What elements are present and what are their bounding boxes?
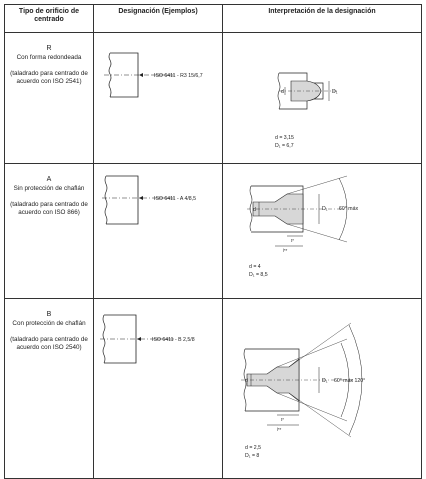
interpretation-drawing-a: d D₁ 60° máx t* l** d = 4 D₁ = 8,5: [247, 175, 358, 278]
dim-d-label: d: [245, 378, 248, 384]
type-standard: (taladrado para centrado de acuerdo con …: [10, 336, 88, 351]
designation-drawing-a: ISO 6411 - A 4/8,5: [102, 175, 196, 225]
value-d: d = 2,5: [245, 445, 261, 451]
dim-D-label: D₁: [322, 206, 328, 212]
value-d: d = 4: [249, 264, 261, 270]
dim-t-label: t*: [291, 238, 294, 243]
type-letter: B: [46, 311, 52, 318]
designation-drawing-b: ISO 6411 - B 2,5/8: [100, 314, 195, 364]
type-letter: A: [46, 176, 52, 183]
designation-cell-b: ISO 6411 - B 2,5/8: [93, 298, 223, 479]
designation-text: ISO 6411 - B 2,5/8: [152, 337, 195, 343]
angle-label: 60° máx 120°: [334, 378, 365, 384]
dim-t-label: t*: [281, 417, 284, 422]
table-row: B Con protección de chaflán (taladrado p…: [4, 298, 422, 479]
type-cell-r: R Con forma redondeada (taladrado para c…: [4, 32, 94, 164]
value-D: D₁ = 8: [245, 453, 259, 459]
dim-D-label: D₁: [332, 89, 338, 95]
table-row: R Con forma redondeada (taladrado para c…: [4, 32, 422, 164]
table-header-row: Tipo de orificio de centrado Designación…: [4, 4, 422, 33]
value-D: D₁ = 8,5: [249, 272, 268, 278]
center-hole-designation-table: Tipo de orificio de centrado Designación…: [4, 4, 422, 479]
interpretation-cell-b: d D₁ 60° máx 120° t* l** d = 2,5 D₁ = 8: [222, 298, 422, 479]
type-cell-b: B Con protección de chaflán (taladrado p…: [4, 298, 94, 479]
designation-sheet: Tipo de orificio de centrado Designación…: [4, 4, 422, 479]
interpretation-cell-r: d D₁ d = 3,15 D₁ = 6,7: [222, 32, 422, 164]
dim-d-label: d: [253, 207, 256, 213]
type-name: Sin protección de chaflán: [13, 185, 85, 192]
type-name: Con forma redondeada: [16, 54, 82, 61]
dim-d-label: d: [281, 89, 284, 95]
header-designation: Designación (Ejemplos): [93, 4, 223, 33]
dim-l-label: l**: [283, 248, 288, 253]
type-name: Con protección de chaflán: [12, 320, 86, 327]
header-type: Tipo de orificio de centrado: [4, 4, 94, 33]
dim-D-label: D₁: [322, 378, 328, 384]
type-standard: (taladrado para centrado de acuerdo con …: [10, 70, 88, 85]
designation-text: ISO 6411 - A 4/8,5: [154, 196, 196, 202]
designation-text: ISO 6411 - R3 15/6,7: [154, 73, 203, 79]
table-row: A Sin protección de chaflán (taladrado p…: [4, 163, 422, 299]
dim-l-label: l**: [277, 427, 282, 432]
type-cell-a: A Sin protección de chaflán (taladrado p…: [4, 163, 94, 299]
type-standard: (taladrado para centrado de acuerdo con …: [10, 201, 88, 216]
angle-label: 60° máx: [339, 206, 358, 212]
value-d: d = 3,15: [275, 135, 294, 141]
interpretation-drawing-r: d D₁ d = 3,15 D₁ = 6,7: [275, 72, 338, 149]
type-letter: R: [46, 45, 52, 52]
header-interpretation: Interpretación de la designación: [222, 4, 422, 33]
designation-cell-a: ISO 6411 - A 4/8,5: [93, 163, 223, 299]
interpretation-drawing-b: d D₁ 60° máx 120° t* l** d = 2,5 D₁ = 8: [241, 322, 365, 459]
designation-cell-r: ISO 6411 - R3 15/6,7: [93, 32, 223, 164]
designation-drawing-r: ISO 6411 - R3 15/6,7: [104, 52, 203, 98]
interpretation-cell-a: d D₁ 60° máx t* l** d = 4 D₁ = 8,5: [222, 163, 422, 299]
value-D: D₁ = 6,7: [275, 143, 294, 149]
